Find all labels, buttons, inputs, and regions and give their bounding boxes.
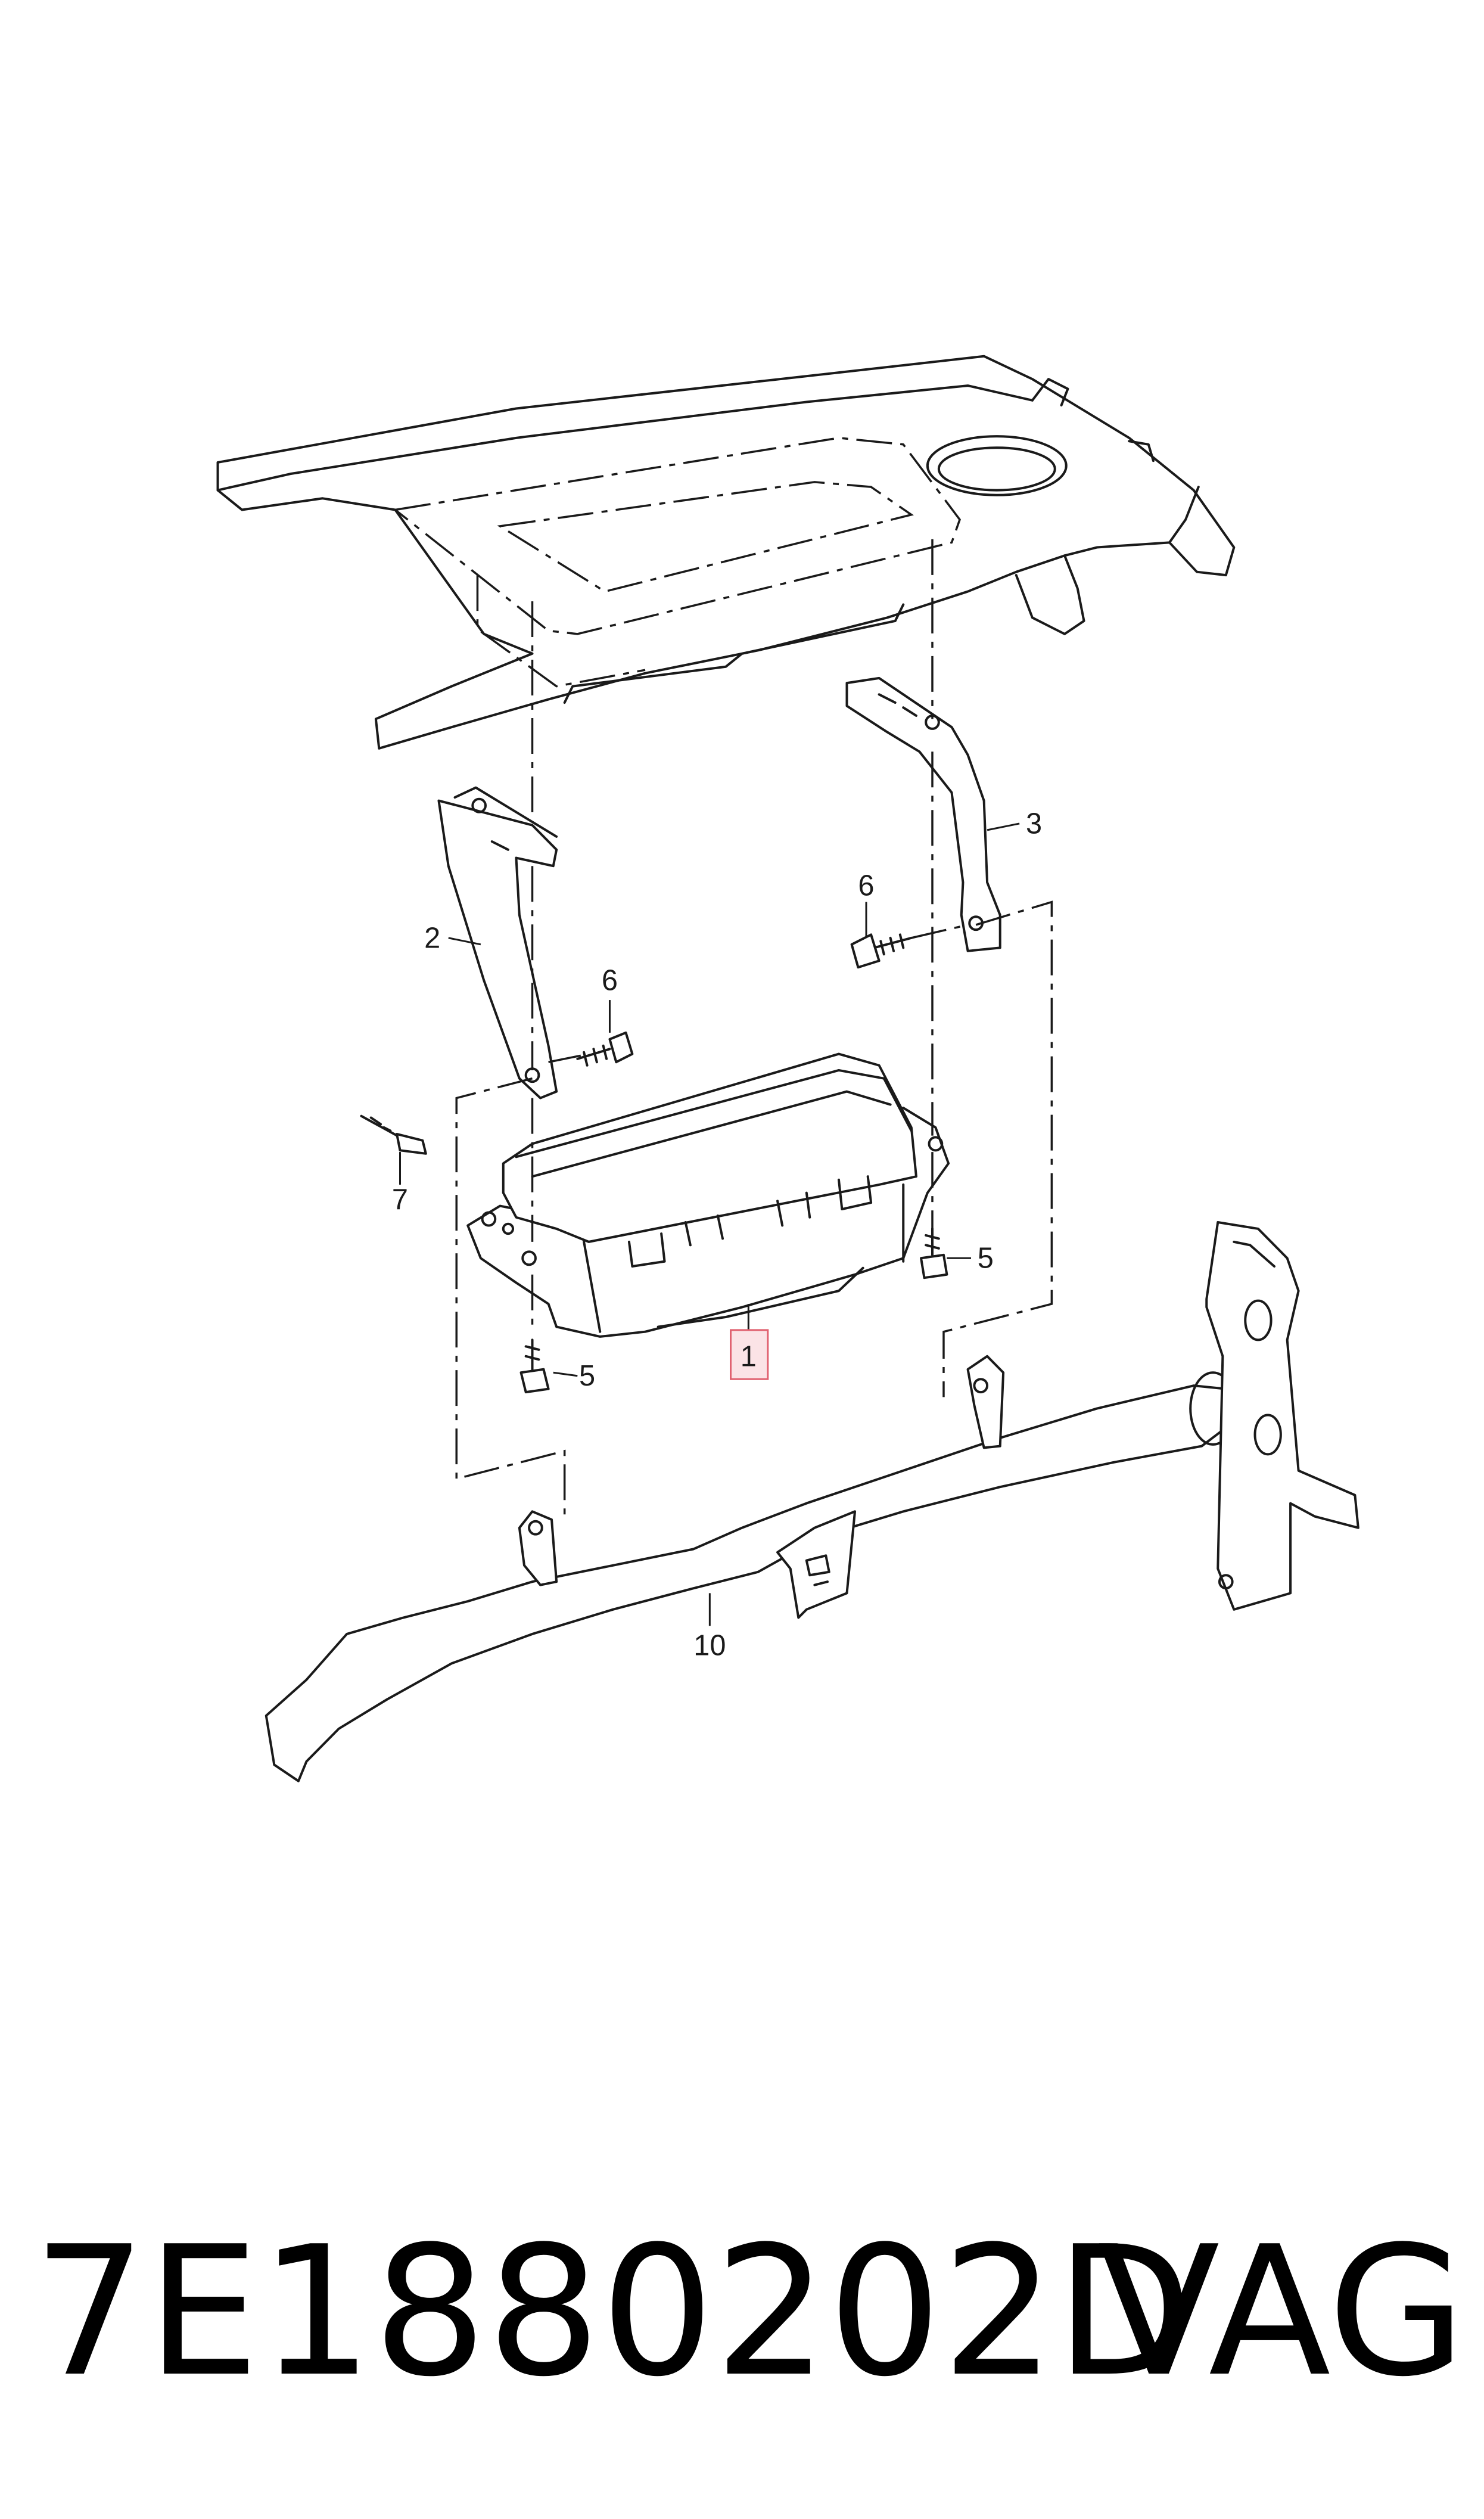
assembly-lines bbox=[456, 539, 1051, 1520]
leader-lines bbox=[400, 824, 1019, 1626]
dashboard-panel bbox=[218, 356, 1234, 748]
callout-7: 7 bbox=[392, 1184, 408, 1216]
callout-1: 1 bbox=[741, 1340, 757, 1372]
callout-6-left: 6 bbox=[602, 964, 618, 996]
callout-6-right: 6 bbox=[858, 869, 874, 902]
airbag-module bbox=[468, 1054, 948, 1337]
connector bbox=[362, 1116, 426, 1154]
callout-5-right: 5 bbox=[978, 1242, 994, 1274]
crossmember-tube bbox=[266, 1222, 1358, 1781]
part-number: 7E1880202D bbox=[33, 2208, 1193, 2416]
footer: 7E1880202D VAG bbox=[0, 2193, 1484, 2431]
bolt-left bbox=[577, 1033, 632, 1066]
callout-2: 2 bbox=[424, 922, 440, 954]
right-bracket bbox=[847, 678, 1000, 951]
callout-5-left: 5 bbox=[579, 1360, 595, 1392]
screw-lower-left bbox=[521, 1340, 549, 1392]
callout-3: 3 bbox=[1026, 807, 1042, 840]
brand-label: VAG bbox=[1097, 2208, 1466, 2416]
bolt-right bbox=[852, 934, 911, 967]
screw-right bbox=[921, 1229, 947, 1278]
part-1-highlight bbox=[731, 1330, 768, 1379]
exploded-parts-diagram: 1 2 3 5 5 6 6 7 10 bbox=[0, 0, 1484, 2026]
callout-10: 10 bbox=[693, 1629, 726, 1661]
left-bracket bbox=[438, 788, 556, 1098]
